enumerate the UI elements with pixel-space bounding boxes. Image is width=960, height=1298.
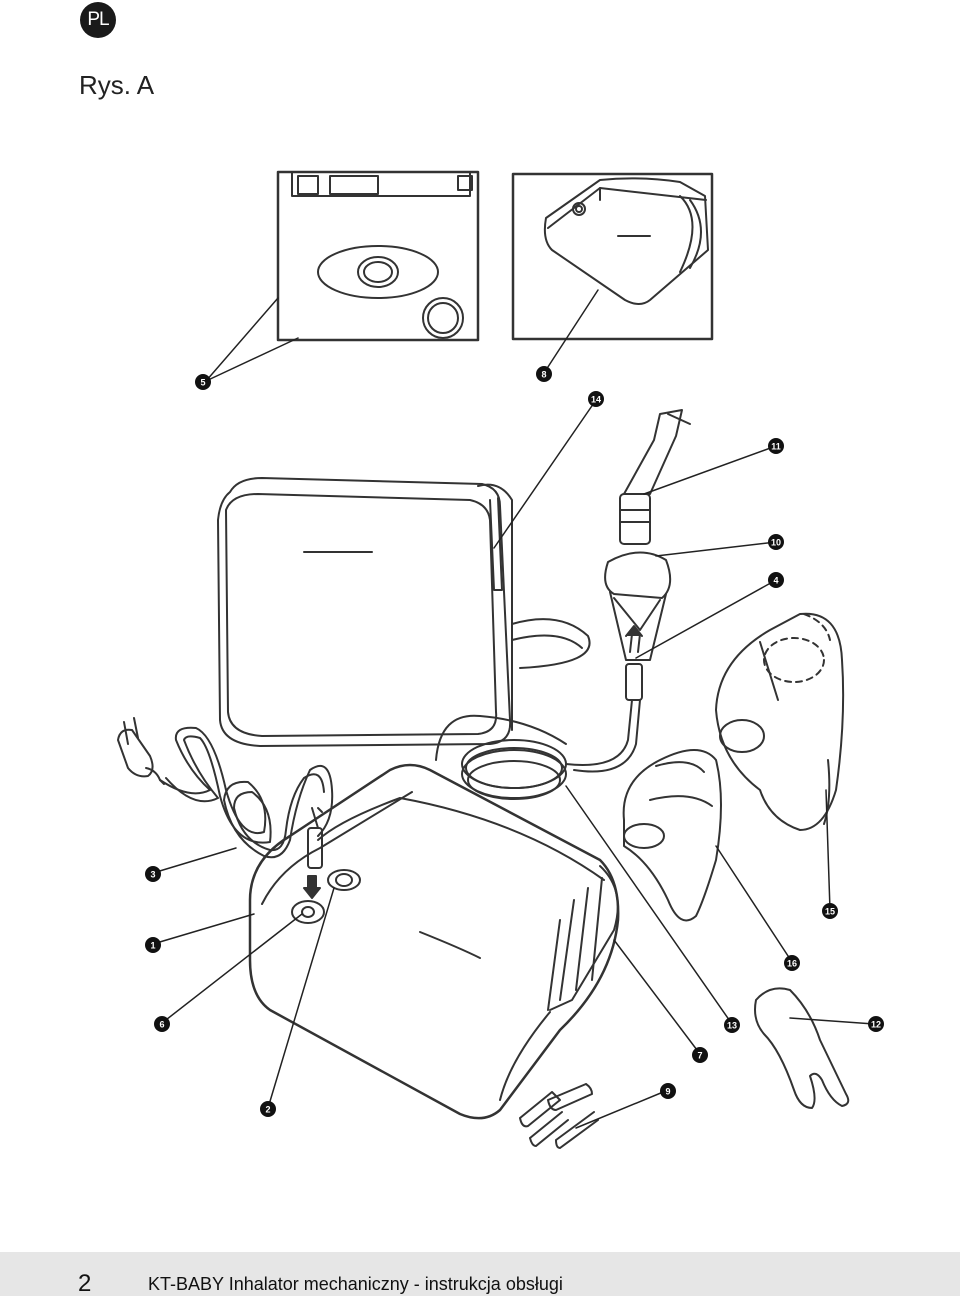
page-footer (0, 1252, 960, 1296)
filter-detail-inset (276, 170, 480, 342)
svg-text:1: 1 (150, 941, 155, 951)
nasal-piece (754, 987, 850, 1109)
svg-text:7: 7 (697, 1051, 702, 1061)
svg-text:2: 2 (265, 1105, 270, 1115)
callout-2: 2 (260, 1101, 276, 1117)
callout-6: 6 (154, 1016, 170, 1032)
language-badge: PL (80, 2, 116, 38)
page-number: 2 (78, 1270, 92, 1297)
svg-text:16: 16 (787, 959, 797, 969)
callout-3: 3 (145, 866, 161, 882)
callout-10: 10 (768, 534, 784, 550)
callout-12: 12 (868, 1016, 884, 1032)
svg-text:14: 14 (591, 395, 601, 405)
svg-text:11: 11 (771, 442, 781, 452)
callout-7: 7 (692, 1047, 708, 1063)
callout-8: 8 (536, 366, 552, 382)
callout-16: 16 (784, 955, 800, 971)
callout-15: 15 (822, 903, 838, 919)
carry-bag (217, 477, 591, 747)
nebulizer-kit (604, 409, 691, 661)
svg-text:13: 13 (727, 1021, 737, 1031)
compressor-unit (248, 763, 620, 1120)
child-mask (622, 749, 722, 922)
svg-text:3: 3 (150, 870, 155, 880)
callout-1: 1 (145, 937, 161, 953)
svg-text:8: 8 (541, 370, 546, 380)
figure-title: Rys. A (79, 70, 155, 100)
svg-text:10: 10 (771, 538, 781, 548)
callout-numbers: 5 8 14 11 10 4 3 1 6 2 9 7 13 16 15 12 (145, 366, 884, 1117)
callout-9: 9 (660, 1083, 676, 1099)
svg-text:15: 15 (825, 907, 835, 917)
air-tube (307, 663, 643, 869)
svg-text:9: 9 (665, 1087, 670, 1097)
device-top-inset (511, 172, 714, 341)
adult-mask (715, 612, 845, 831)
power-cord (117, 717, 334, 859)
callout-14: 14 (588, 391, 604, 407)
callout-4: 4 (768, 572, 784, 588)
svg-text:4: 4 (773, 576, 778, 586)
svg-text:5: 5 (200, 378, 205, 388)
svg-text:12: 12 (871, 1020, 881, 1030)
footer-title: KT-BABY Inhalator mechaniczny - instrukc… (148, 1274, 563, 1294)
leader-lines (152, 289, 875, 1129)
svg-text:6: 6 (159, 1020, 164, 1030)
callout-13: 13 (724, 1017, 740, 1033)
callout-5: 5 (195, 374, 211, 390)
spare-filters (519, 1083, 599, 1149)
callout-11: 11 (768, 438, 784, 454)
